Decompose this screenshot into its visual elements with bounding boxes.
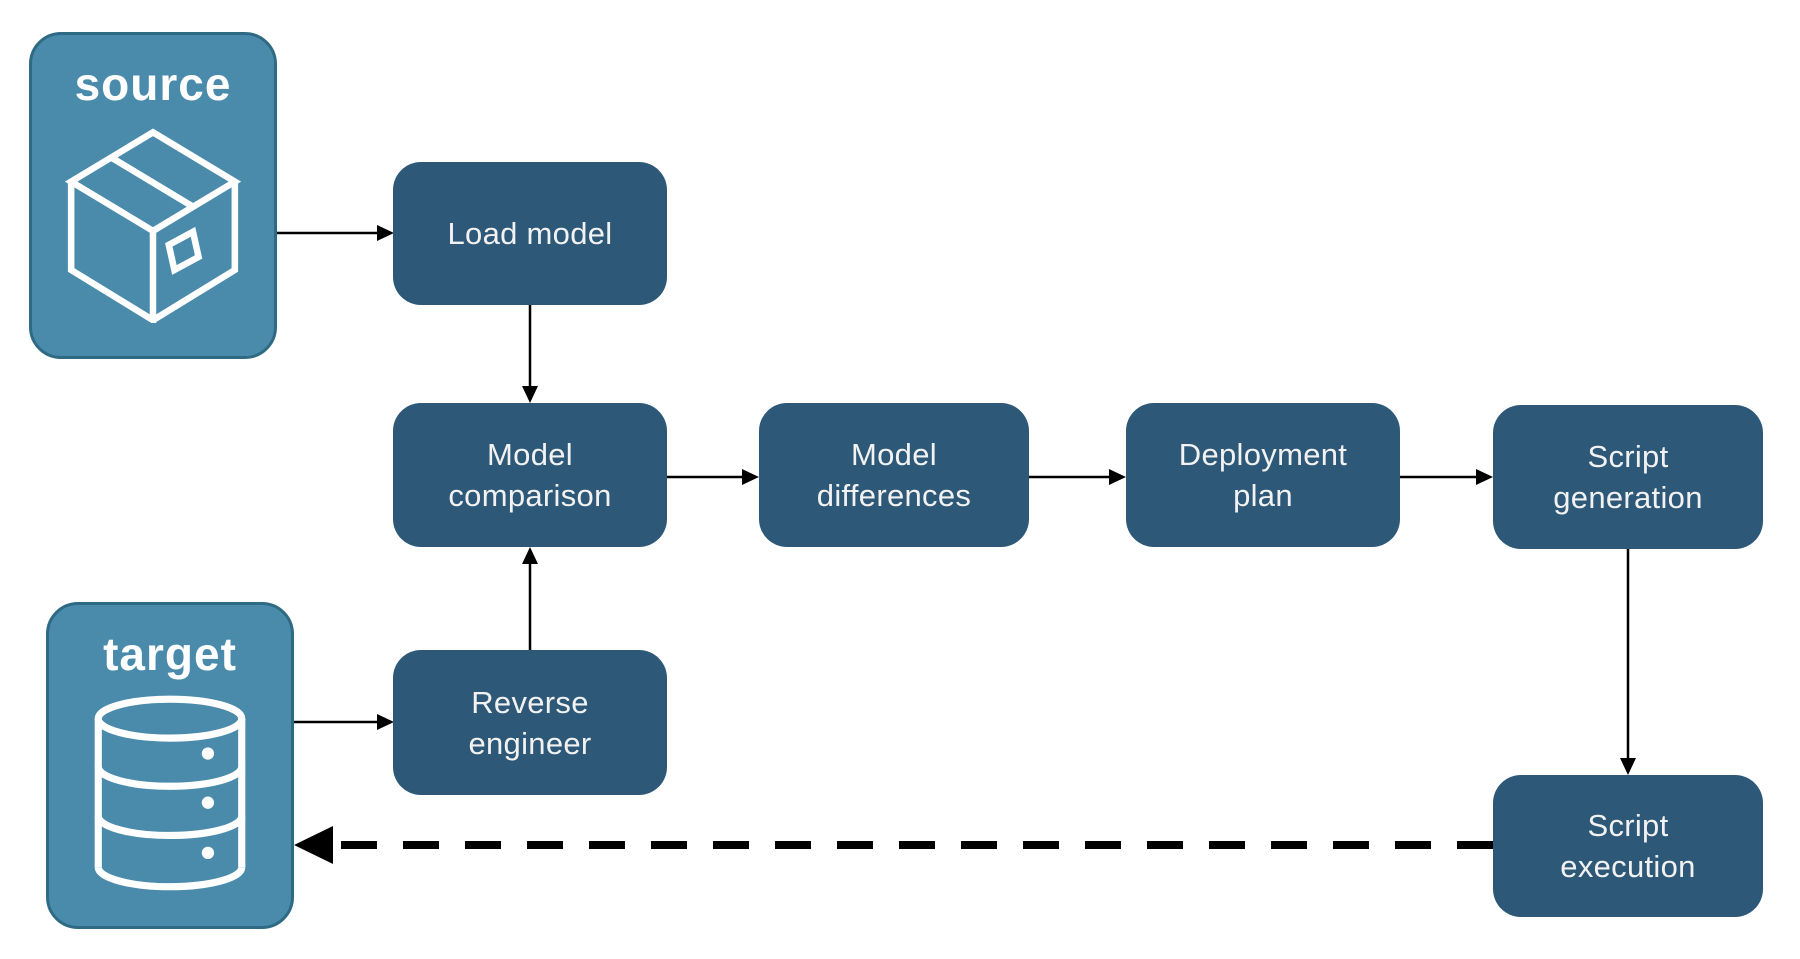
node-script-generation-label: Script generation (1553, 439, 1703, 515)
target-container: target (46, 602, 294, 929)
package-icon (64, 128, 242, 323)
arrow-script-execution-to-target-dashed (294, 826, 1493, 864)
node-model-differences-label: Model differences (816, 437, 972, 513)
arrow-target-to-reverse-engineer (294, 714, 394, 730)
node-reverse-engineer-label: Reverse engineer (468, 684, 592, 761)
database-icon (94, 695, 246, 891)
arrow-deployment-plan-to-script-generation (1400, 469, 1493, 485)
node-script-execution: Script execution (1493, 775, 1763, 917)
node-model-comparison-label: Model comparison (448, 437, 612, 513)
arrow-model-comparison-to-model-differences (667, 469, 759, 485)
source-label: source (74, 58, 232, 110)
node-deployment-plan-label: Deployment plan (1178, 437, 1348, 513)
arrow-source-to-load-model (277, 225, 394, 241)
arrow-model-differences-to-deployment-plan (1029, 469, 1126, 485)
target-label: target (103, 628, 237, 680)
node-deployment-plan: Deployment plan (1126, 403, 1400, 547)
node-load-model-label: Load model (447, 216, 613, 251)
node-script-execution-label: Script execution (1560, 808, 1696, 884)
node-model-comparison: Model comparison (393, 403, 667, 547)
node-script-generation: Script generation (1493, 405, 1763, 549)
node-reverse-engineer: Reverse engineer (393, 650, 667, 795)
arrow-script-generation-to-script-execution (1620, 545, 1636, 775)
node-model-differences: Model differences (759, 403, 1029, 547)
node-load-model: Load model (393, 162, 667, 305)
source-container: source (29, 32, 277, 359)
arrow-reverse-engineer-to-model-comparison (522, 547, 538, 650)
arrow-load-model-to-model-comparison (522, 305, 538, 403)
